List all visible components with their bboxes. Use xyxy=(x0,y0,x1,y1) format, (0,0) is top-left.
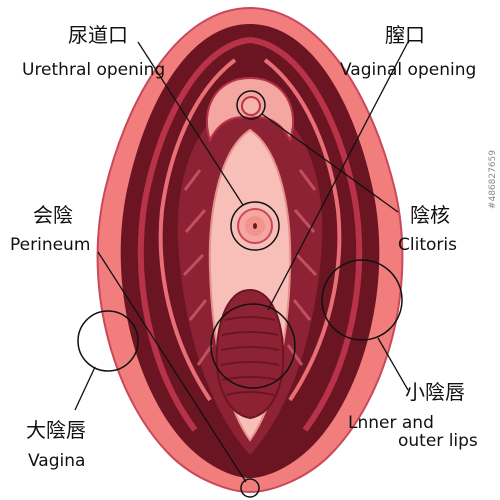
vaginal-rugae xyxy=(220,316,280,396)
label-labia-minora-en-1: Lnner and xyxy=(348,413,434,433)
label-labia-majora-en: Vagina xyxy=(28,451,86,471)
label-vaginal-jp: 膣口 xyxy=(385,23,425,47)
leader-labia-majora xyxy=(74,366,96,411)
label-clitoris-en: Clitoris xyxy=(398,235,457,255)
stock-id-watermark: #486827659 xyxy=(488,150,498,210)
labia-minora-texture-left xyxy=(182,169,214,366)
label-vaginal-en: Vaginal opening xyxy=(340,60,477,80)
clitoris-glans xyxy=(241,96,261,116)
labia-minora-texture-right xyxy=(286,169,318,366)
label-perineum-en: Perineum xyxy=(10,235,91,255)
label-clitoris-jp: 陰核 xyxy=(410,203,450,227)
callout-circle-vaginal xyxy=(210,303,296,389)
label-labia-majora-jp: 大陰唇 xyxy=(26,418,86,442)
callout-circle-urethral xyxy=(230,201,280,251)
callout-circle-perineum xyxy=(240,478,260,498)
fold-stripe-left xyxy=(137,37,251,432)
leader-vaginal xyxy=(267,41,409,311)
leader-urethral xyxy=(137,41,244,206)
urethral-meatus xyxy=(253,223,257,229)
callout-circle-clitoris xyxy=(236,90,266,120)
leader-clitoris xyxy=(261,113,399,213)
label-labia-minora-en-2: outer lips xyxy=(398,431,478,451)
callout-circle-labia-majora xyxy=(77,310,139,372)
leader-perineum xyxy=(97,251,247,483)
leader-labia-minora xyxy=(377,337,409,391)
fold-stripe-right xyxy=(249,37,363,432)
label-labia-minora-jp: 小陰唇 xyxy=(405,380,465,404)
label-urethral-jp: 尿道口 xyxy=(68,23,128,47)
fold-stripe-left-2 xyxy=(158,58,237,402)
perineal-notch xyxy=(239,469,261,475)
label-urethral-en: Urethral opening xyxy=(22,60,166,80)
label-perineum-jp: 会陰 xyxy=(33,203,73,227)
fold-stripe-right-2 xyxy=(263,58,342,402)
callout-circle-labia-minora xyxy=(321,259,403,341)
